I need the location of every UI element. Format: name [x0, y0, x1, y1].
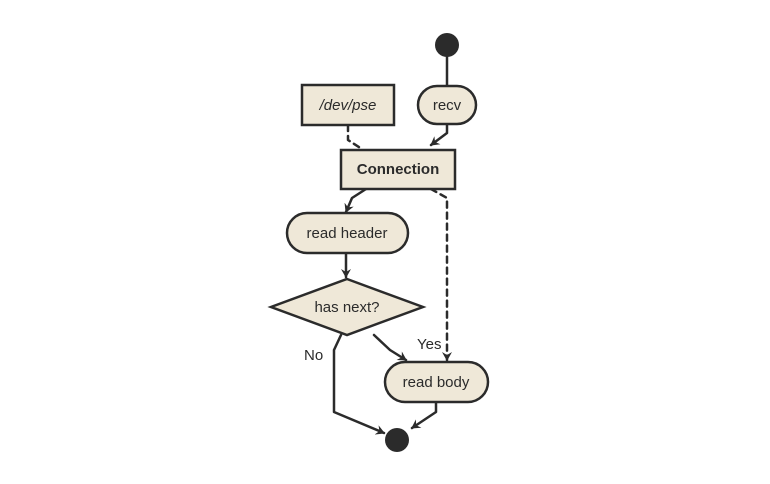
read-header-node-label: read header [307, 225, 388, 242]
read-body-node [383, 360, 490, 404]
read-header-node [285, 211, 410, 255]
has-next-decision [267, 277, 427, 337]
recv-node-label: recv [433, 97, 462, 114]
edge-recv-to-connection [429, 122, 449, 147]
edge-connection-to-read-body [429, 187, 452, 362]
no-label: No [304, 347, 323, 364]
edge-connection-to-read-header [344, 187, 368, 214]
device-node-label: /dev/pse [319, 97, 377, 114]
edge-has-next-no [332, 333, 386, 435]
device-node [300, 83, 396, 127]
edge-devpse-to-connection [346, 123, 364, 151]
has-next-label: has next? [314, 299, 379, 316]
recv-node [416, 84, 478, 126]
read-body-node-label: read body [403, 374, 470, 391]
connection-node [339, 148, 457, 191]
edge-read-body-to-end [410, 400, 438, 430]
yes-label: Yes [417, 336, 441, 353]
edge-has-next-yes [372, 333, 408, 362]
start-node [435, 33, 459, 57]
end-node [385, 428, 409, 452]
connection-node-label: Connection [357, 161, 440, 178]
